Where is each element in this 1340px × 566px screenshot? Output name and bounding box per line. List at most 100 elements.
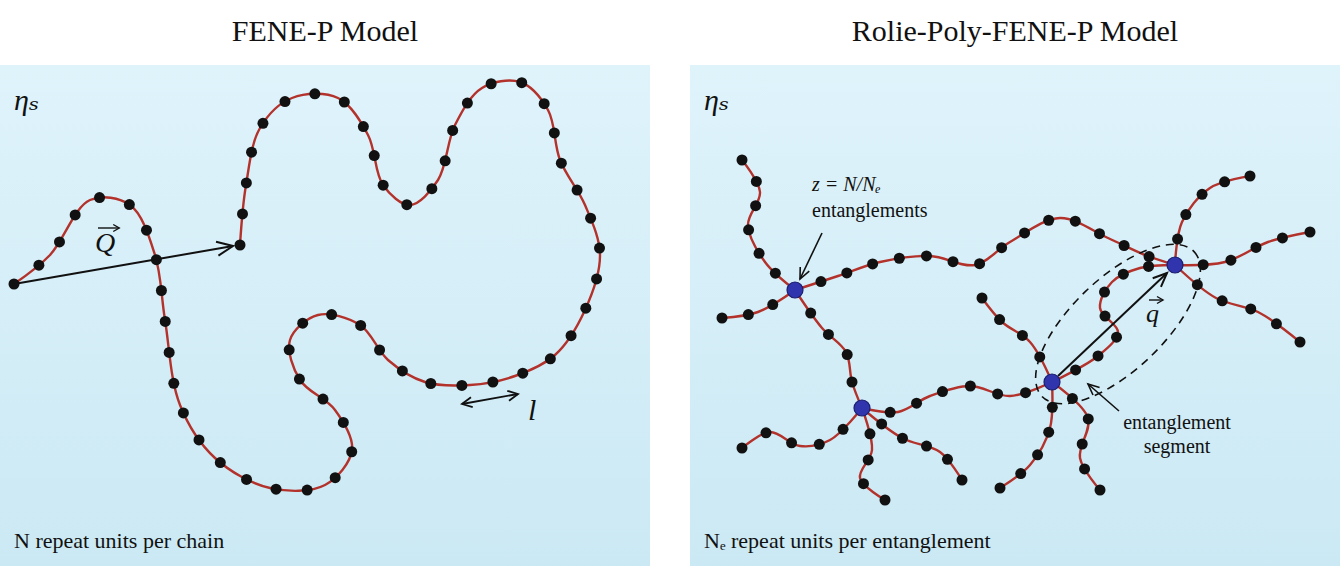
- entanglement-point: [1167, 257, 1183, 273]
- bead: [401, 199, 412, 210]
- bead: [863, 454, 874, 465]
- bead: [894, 253, 905, 264]
- chain-note: N repeat units per chain: [14, 528, 224, 554]
- polymer-chain: [742, 408, 862, 448]
- bead: [838, 424, 849, 435]
- bead: [1043, 215, 1054, 226]
- bead: [957, 475, 968, 486]
- bead: [770, 268, 781, 279]
- bead: [977, 293, 988, 304]
- bead: [1067, 393, 1078, 404]
- bead-group: [9, 77, 605, 495]
- bead: [486, 78, 497, 89]
- arrow-head: [1153, 273, 1167, 287]
- bead: [338, 417, 349, 428]
- bead: [947, 256, 958, 267]
- bead: [1015, 468, 1026, 479]
- bead: [9, 279, 20, 290]
- segment-callout: entanglement segment: [1112, 410, 1242, 458]
- bead: [591, 273, 602, 284]
- bead: [1094, 228, 1105, 239]
- polymer-chain: [1052, 382, 1100, 490]
- bead: [326, 309, 337, 320]
- bead: [355, 320, 366, 331]
- bead: [995, 483, 1006, 494]
- bead: [1245, 171, 1256, 182]
- bead: [1100, 311, 1111, 322]
- bead: [1219, 176, 1230, 187]
- panel-title: Rolie-Poly-FENE-P Model: [690, 13, 1340, 49]
- bead: [539, 98, 550, 109]
- bead: [1144, 251, 1155, 262]
- bead: [425, 378, 436, 389]
- bead: [1197, 189, 1208, 200]
- bead: [1111, 332, 1122, 343]
- bead: [717, 313, 728, 324]
- bead: [572, 185, 583, 196]
- bead: [864, 428, 875, 439]
- polymer-chain: [742, 160, 795, 290]
- panel-title: FENE-P Model: [0, 13, 650, 49]
- bead: [585, 213, 596, 224]
- bead: [309, 88, 320, 99]
- bead: [858, 478, 869, 489]
- model-panel: FENE-P Model: [0, 65, 650, 566]
- bead: [737, 155, 748, 166]
- polymer-chain: [1175, 176, 1250, 265]
- bead: [284, 344, 295, 355]
- bead: [440, 155, 451, 166]
- bead: [317, 394, 328, 405]
- bead: [456, 380, 467, 391]
- bead: [339, 97, 350, 108]
- bead: [750, 200, 761, 211]
- segment-outline: [1010, 218, 1226, 429]
- solvent-viscosity: ηₛ: [704, 82, 729, 118]
- bead: [842, 349, 853, 360]
- bead: [743, 309, 754, 320]
- bead: [841, 267, 852, 278]
- bead: [897, 433, 908, 444]
- entanglement-point: [787, 282, 803, 298]
- bead: [1079, 463, 1090, 474]
- polymer-chain: [982, 298, 1052, 382]
- bead: [1017, 330, 1028, 341]
- bead: [1047, 402, 1058, 413]
- bead: [549, 127, 560, 138]
- bead: [805, 308, 816, 319]
- arrow-head: [1088, 384, 1100, 395]
- bead: [374, 344, 385, 355]
- bead: [1083, 413, 1094, 424]
- bead: [921, 441, 932, 452]
- bead: [965, 381, 976, 392]
- bead: [814, 439, 825, 450]
- bead: [330, 472, 341, 483]
- bead: [1225, 255, 1236, 266]
- bead: [545, 353, 556, 364]
- bead: [1099, 287, 1110, 298]
- polymer-chain: [1175, 265, 1300, 342]
- bead: [786, 437, 797, 448]
- bead: [1095, 485, 1106, 496]
- bead: [1070, 364, 1081, 375]
- bead: [369, 150, 380, 161]
- bead: [1277, 232, 1288, 243]
- bead: [241, 474, 252, 485]
- bead: [447, 125, 458, 136]
- bead: [235, 240, 246, 251]
- polymer-chain: [722, 290, 795, 318]
- bead: [397, 365, 408, 376]
- bead: [751, 176, 762, 187]
- illustration: [690, 65, 1340, 566]
- arrow-head: [462, 397, 473, 407]
- bead: [1295, 337, 1306, 348]
- leader-arrow: [1088, 384, 1119, 411]
- bead: [241, 177, 252, 188]
- bead: [1070, 216, 1081, 227]
- bead: [737, 443, 748, 454]
- bead: [168, 378, 179, 389]
- bead: [743, 224, 754, 235]
- bead: [358, 121, 369, 132]
- entanglement-count: z = N/Nₑ: [812, 172, 881, 196]
- bead: [876, 418, 887, 429]
- entanglement-point: [1044, 374, 1060, 390]
